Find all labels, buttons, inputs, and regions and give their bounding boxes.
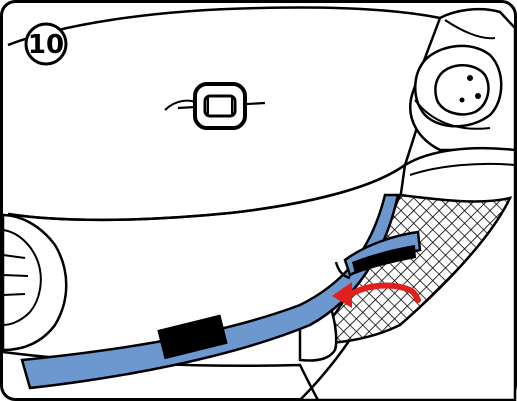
- step-number: 10: [28, 30, 64, 60]
- step-number-marker: 10: [26, 24, 66, 64]
